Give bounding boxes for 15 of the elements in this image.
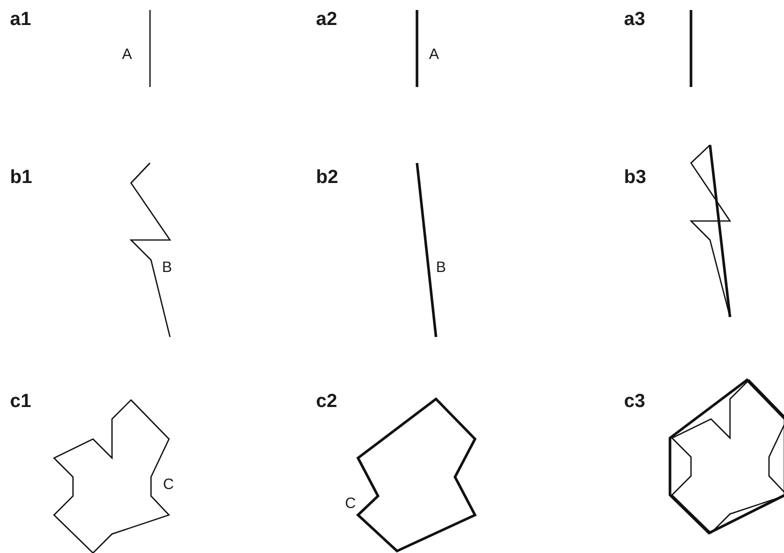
panel-label: b2 [316,168,338,187]
panel-label: a3 [624,10,646,29]
panel-label: c3 [624,392,646,411]
line-label: A [122,47,132,62]
panel-label: c2 [316,392,338,411]
panel-label: b1 [10,168,32,187]
panel-label: b3 [624,168,646,187]
panel-label: c1 [10,392,32,411]
line-label: B [162,260,172,275]
line-label: B [436,260,446,275]
line-label: A [429,47,440,62]
line-label: C [345,496,356,511]
panel-label: a2 [316,10,338,29]
panel-label: a1 [10,10,32,29]
line-label: C [163,477,174,492]
